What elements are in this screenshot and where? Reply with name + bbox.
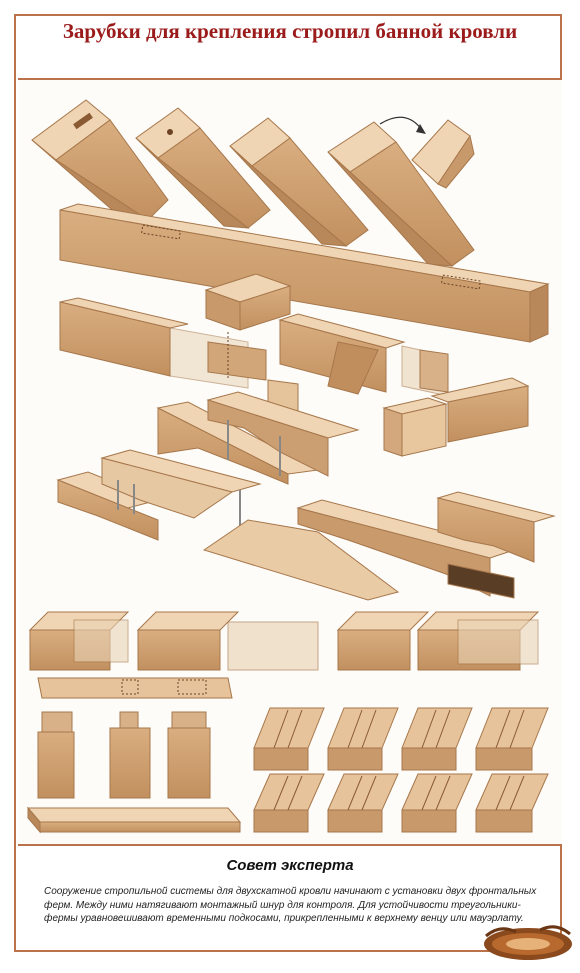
page-title: Зарубки для крепления стропил банной кро… [62,19,518,43]
lap-joint-left [59,297,299,417]
corner-joint-grid [253,707,549,833]
long-beam [59,203,550,343]
rafter-joint-3 [229,117,369,247]
notched-joint-1 [156,391,360,485]
rafter-joint-1 [31,99,169,223]
rafter-joint-2 [135,107,271,229]
wooden-sign-logo-icon [484,925,572,960]
notched-joint-2 [56,449,262,541]
advice-heading: Совет эксперта [226,857,354,874]
illustration-svg [26,99,556,834]
rafter-joint-4 [327,121,475,267]
beam-block [204,273,292,331]
tenon-block [382,377,530,457]
lock-joint-row [28,611,540,671]
joints-illustration [18,78,562,846]
notched-joint-3 [202,491,556,601]
post-joints [26,677,242,834]
lap-joint-right [278,313,449,397]
advice-text: Сооружение стропильной системы для двухс… [44,886,537,924]
rafter-cutoff-piece [379,116,475,189]
